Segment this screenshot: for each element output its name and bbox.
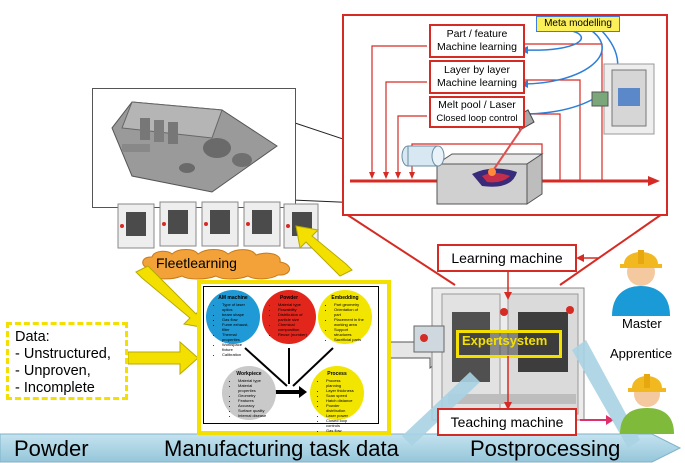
master-worker-icon: [612, 250, 670, 316]
box-part-feature-line1: Part / feature: [446, 28, 508, 40]
circle-item: Chemical composition: [278, 322, 308, 332]
expertsystem-label: Expertsystem: [462, 333, 548, 348]
box-melt-line2: Closed loop control: [436, 113, 518, 124]
circle-process: Process Process planning Layer thickness…: [310, 366, 364, 433]
circle-item: Thermal properties: [222, 332, 252, 342]
expertsystem-box: [456, 330, 562, 358]
circle-workpiece: Workpiece Material type Material propert…: [222, 366, 276, 420]
circle-item: Gas flow: [222, 317, 252, 322]
circle-item: Part geometry: [334, 302, 364, 307]
apprentice-label: Apprentice: [610, 346, 673, 361]
circle-item: Material type: [278, 302, 308, 307]
box-part-feature-line2: Machine learning: [437, 41, 517, 53]
control-loops-diagram: [350, 30, 660, 205]
circle-powder: Powder Material type Flowability Distrib…: [262, 290, 316, 344]
circle-item: Closed loop controls: [326, 418, 356, 428]
master-label: Master: [622, 316, 662, 331]
data-characteristics-box: Data: - Unstructured, - Unproven, - Inco…: [6, 322, 128, 400]
label-manufacturing-task-data: Manufacturing task data: [164, 436, 399, 461]
circle-workpiece-title: Workpiece: [236, 371, 262, 377]
box-melt-line1: Melt pool / Laser: [438, 99, 516, 111]
circle-item: Distribution of particle size: [278, 312, 308, 322]
label-powder: Powder: [14, 436, 89, 461]
circle-item: Type of laser optics: [222, 302, 252, 312]
circle-item: Placement in the working area: [334, 317, 364, 327]
data-title: Data:: [15, 329, 50, 345]
circle-powder-title: Powder: [279, 295, 299, 301]
circle-am-machine-title: AM machine: [218, 295, 248, 301]
circle-item: Internal disease: [238, 413, 268, 418]
circle-item: Support structures: [334, 327, 364, 337]
circle-item: Scan speed: [326, 393, 356, 398]
circle-item: Orientation of part: [334, 307, 364, 317]
learning-machine-box: Learning machine: [437, 244, 577, 272]
circle-item: Sacrificial parts: [334, 337, 364, 342]
circle-item: Material properties: [238, 383, 268, 393]
circle-embedding: Embedding Part geometry Orientation of p…: [318, 290, 372, 344]
circle-item: Workspace fixture: [222, 342, 252, 352]
circle-am-machine: AM machine Type of laser optics beam sha…: [206, 290, 260, 357]
circle-process-title: Process: [327, 371, 347, 377]
circle-item: beam shape: [222, 312, 252, 317]
circle-item: Fume exhaust, filter: [222, 322, 252, 332]
circle-embedding-title: Embedding: [331, 295, 359, 301]
circle-item: Gas flow: [326, 428, 356, 433]
knowledge-arrows: [244, 347, 334, 398]
label-postprocessing: Postprocessing: [470, 436, 621, 461]
circle-item: Flowability: [278, 307, 308, 312]
data-item-unproven: - Unproven,: [15, 363, 91, 379]
box-layer-line2: Machine learning: [437, 77, 517, 89]
circle-item: Reuse (number): [278, 332, 308, 337]
part-render: [111, 101, 278, 193]
circle-item: Process planning: [326, 378, 356, 388]
fleet-machines: [117, 201, 319, 249]
fleetlearning-cloud: [142, 249, 290, 280]
circle-item: Calibration: [222, 352, 252, 357]
circle-item: Surface quality: [238, 408, 268, 413]
circle-item: Accuracy: [238, 403, 268, 408]
meta-modelling-badge: Meta modelling: [536, 16, 620, 32]
data-item-incomplete: - Incomplete: [15, 380, 95, 396]
circle-item: Features: [238, 398, 268, 403]
circle-item: Hatch distance: [326, 398, 356, 403]
circle-item: Material type: [238, 378, 268, 383]
apprentice-worker-icon: [620, 374, 674, 434]
circle-item: Geometry: [238, 393, 268, 398]
fleetlearning-label: Fleetlearning: [156, 255, 237, 271]
circle-item: Laser power: [326, 413, 356, 418]
teaching-machine-box: Teaching machine: [437, 408, 577, 436]
data-item-unstructured: - Unstructured,: [15, 346, 111, 362]
circle-item: Layer thickness: [326, 388, 356, 393]
circle-item: Powder distribution: [326, 403, 356, 413]
box-layer-line1: Layer by layer: [444, 64, 510, 76]
